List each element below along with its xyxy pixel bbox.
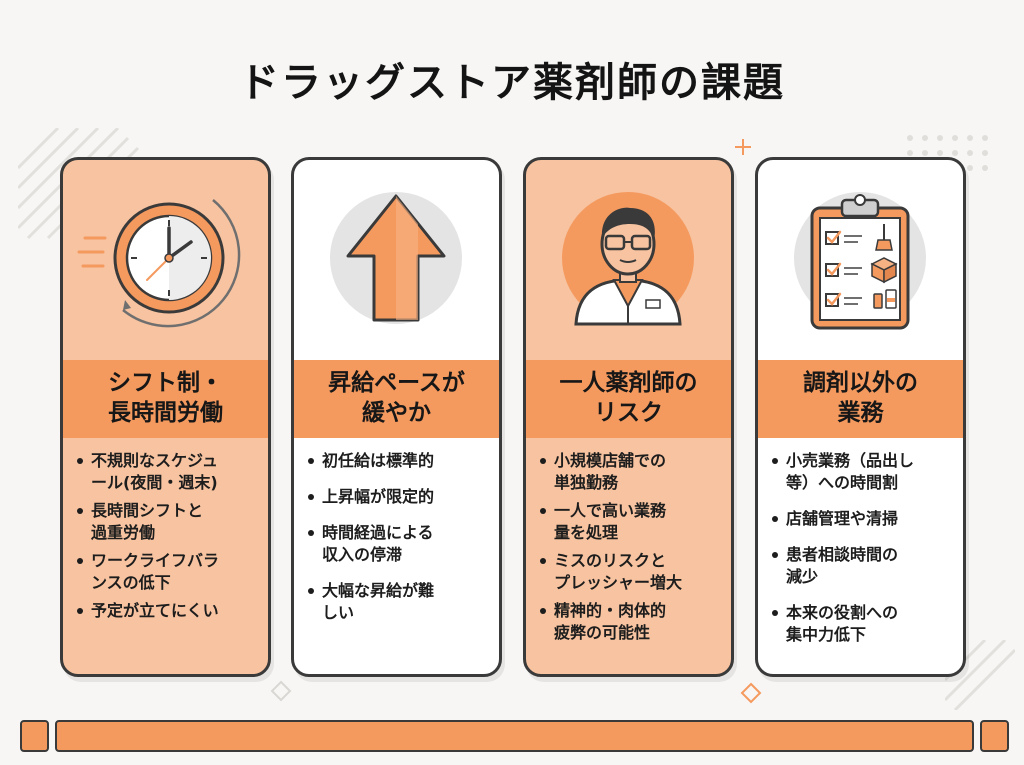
- diamond-deco: [740, 682, 762, 704]
- footer-bar-left-segment: [20, 720, 49, 752]
- card-slow-raise: 昇給ペースが 緩やか 初任給は標準的 上昇幅が限定的 時間経過による収入の停滞 …: [291, 157, 502, 677]
- footer-bar-right-segment: [980, 720, 1009, 752]
- card-non-dispensing-work: 調剤以外の 業務 小売業務（品出し等）への時間割 店舗管理や清掃 患者相談時間の…: [755, 157, 966, 677]
- list-item: 小規模店舗での単独勤務: [538, 450, 728, 494]
- issue-list: 初任給は標準的 上昇幅が限定的 時間経過による収入の停滞 大幅な昇給が難しい: [306, 450, 496, 638]
- list-item: 予定が立てにくい: [75, 600, 265, 622]
- list-item: ワークライフバランスの低下: [75, 550, 265, 594]
- list-item: 店舗管理や清掃: [770, 508, 960, 530]
- page-title: ドラッグストア薬剤師の課題: [239, 60, 785, 106]
- list-item: 小売業務（品出し等）への時間割: [770, 450, 960, 494]
- list-item: 一人で高い業務量を処理: [538, 500, 728, 544]
- list-item: 時間経過による収入の停滞: [306, 522, 496, 566]
- list-item: ミスのリスクとプレッシャー増大: [538, 550, 728, 594]
- clipboard-icon: [758, 160, 963, 356]
- list-item: 長時間シフトと過重労働: [75, 500, 265, 544]
- list-item: 本来の役割への集中力低下: [770, 602, 960, 646]
- list-item: 上昇幅が限定的: [306, 486, 496, 508]
- list-item: 不規則なスケジュール(夜間・週末): [75, 450, 265, 494]
- card-heading: 昇給ペースが 緩やか: [294, 360, 499, 438]
- list-item: 患者相談時間の減少: [770, 544, 960, 588]
- plus-deco: [735, 139, 751, 155]
- card-heading: 調剤以外の 業務: [758, 360, 963, 438]
- card-solo-pharmacist: 一人薬剤師の リスク 小規模店舗での単独勤務 一人で高い業務量を処理 ミスのリス…: [523, 157, 734, 677]
- issue-list: 不規則なスケジュール(夜間・週末) 長時間シフトと過重労働 ワークライフバランス…: [75, 450, 265, 628]
- card-heading: 一人薬剤師の リスク: [526, 360, 731, 438]
- issue-list: 小売業務（品出し等）への時間割 店舗管理や清掃 患者相談時間の減少 本来の役割へ…: [770, 450, 960, 660]
- list-item: 初任給は標準的: [306, 450, 496, 472]
- issue-list: 小規模店舗での単独勤務 一人で高い業務量を処理 ミスのリスクとプレッシャー増大 …: [538, 450, 728, 650]
- clock-icon: [63, 160, 268, 356]
- list-item: 大幅な昇給が難しい: [306, 580, 496, 624]
- footer-bar: [55, 720, 974, 752]
- pharmacist-icon: [526, 160, 731, 356]
- card-shift-long-hours: シフト制・ 長時間労働 不規則なスケジュール(夜間・週末) 長時間シフトと過重労…: [60, 157, 271, 677]
- card-heading: シフト制・ 長時間労働: [63, 360, 268, 438]
- diamond-deco: [270, 680, 292, 702]
- arrow-up-icon: [294, 160, 499, 356]
- list-item: 精神的・肉体的疲弊の可能性: [538, 600, 728, 644]
